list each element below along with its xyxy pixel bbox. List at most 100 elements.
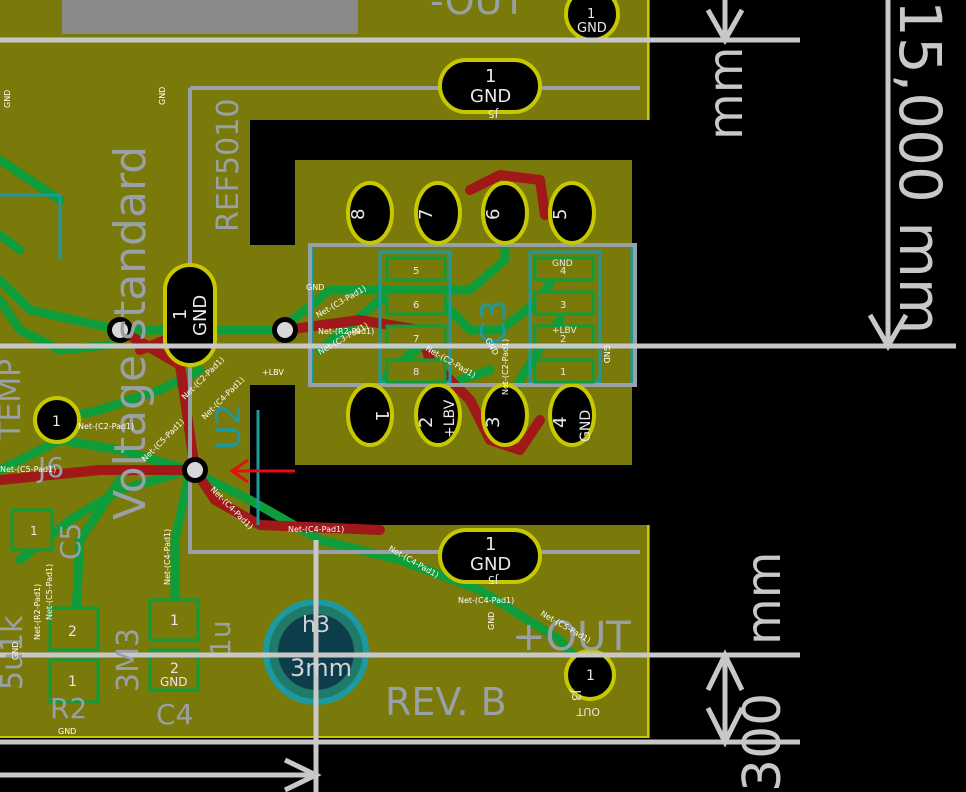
u2-pad-3[interactable] [533, 290, 595, 316]
pad-1[interactable] [346, 383, 394, 447]
j6-pad-number: 1 [52, 414, 61, 430]
pad-2[interactable] [414, 383, 462, 447]
net-c4-pad1-c: Net-(C4-Pad1) [458, 596, 514, 605]
pad-1-label: 1 [371, 410, 392, 421]
net-gnd-e: GND [158, 87, 167, 105]
pad-6-label: 6 [483, 209, 504, 220]
u2-pad-8[interactable] [385, 358, 447, 384]
c4-pad-1-label: 1 [170, 613, 179, 629]
silk-c3: C3 [474, 300, 514, 345]
u2-pad-5[interactable] [385, 256, 447, 282]
silk-c4-value: 1u [204, 620, 237, 656]
pad-6[interactable] [481, 181, 529, 245]
j6-pad[interactable] [33, 396, 81, 444]
smd-4: 4 [560, 266, 566, 277]
top-component-body [62, 0, 358, 34]
pad-8[interactable] [346, 181, 394, 245]
smd-8: 8 [413, 367, 419, 378]
silk-voltage-standard: Voltage standard [105, 146, 156, 520]
net-r2-pad1-b: Net-(R2-Pad1) [318, 327, 374, 336]
pad-7-label: 7 [416, 209, 437, 220]
smd-3: 3 [560, 300, 566, 311]
net-lbv: +LBV [262, 368, 284, 377]
oval-pads[interactable] [33, 0, 620, 701]
j5-bottom-pad[interactable] [438, 528, 542, 584]
red-cursor [229, 458, 295, 484]
vertical-pad-gnd: GND [190, 295, 211, 336]
j3-ref-label: J3 [569, 689, 583, 701]
net-gnd-h: GND [58, 727, 76, 736]
vertical-pad-number: 1 [170, 309, 191, 320]
u2-pad-4[interactable] [533, 256, 595, 282]
r2-pad-1-label: 1 [68, 674, 77, 690]
pad-5[interactable] [548, 181, 596, 245]
top-right-pad-number: 1 [587, 7, 595, 22]
smd-5: 5 [413, 266, 419, 277]
silk-ref5010: REF5010 [211, 99, 246, 232]
j3-out-pad[interactable] [564, 649, 616, 701]
silk-j6: J6 [36, 451, 64, 484]
pad-3[interactable] [481, 383, 529, 447]
smd-7: 7 [413, 334, 419, 345]
ic-pocket [312, 178, 632, 463]
j5-bottom-gnd: GND [470, 554, 511, 575]
j5-bottom-ref: J5 [488, 573, 499, 586]
r2-pad-1[interactable] [48, 658, 100, 704]
dim-height-text: 15,000 mm [886, 0, 954, 334]
j5-top-gnd: GND [470, 86, 511, 107]
pad-7[interactable] [414, 181, 462, 245]
j5-top-pad[interactable] [438, 58, 542, 114]
c5-pad-label: 1 [30, 524, 38, 538]
ic-slot [250, 120, 650, 245]
net-gnd-f: GND [487, 612, 496, 630]
silk-c4: C4 [156, 698, 193, 731]
dim-bottom-unit: mm [736, 551, 792, 645]
pad-5-label: 5 [550, 209, 571, 220]
net-gnd-c: GND [602, 345, 611, 363]
silk-c5-value: 5u1k [0, 615, 30, 690]
hole-ref: h3 [302, 613, 330, 638]
j5-top-ref: J5 [488, 107, 499, 120]
c5-pad[interactable] [10, 508, 54, 552]
net-gnd-d: GND [3, 90, 12, 108]
pad-4-gnd-label: GND [578, 410, 594, 442]
net-gnd-a: GND [306, 283, 324, 292]
pad-3-label: 3 [483, 417, 504, 428]
net-c4-pad1-e: Net-(C4-Pad1) [163, 529, 172, 585]
silk-rev: REV. B [385, 680, 507, 724]
u2-pad-1[interactable] [533, 358, 595, 384]
net-r2-pad1: Net-(R2-Pad1) [33, 584, 42, 640]
j3-out-label: OUT [576, 705, 600, 718]
dim-top-mm-text: mm [698, 46, 754, 140]
dip-pads[interactable] [346, 181, 596, 447]
smd-lbv: +LBV [552, 326, 577, 336]
pad-8-label: 8 [348, 209, 369, 220]
pad-2-label: 2 [416, 417, 437, 428]
net-c5-pad1-c: Net-(C5-Pad1) [45, 564, 54, 620]
pad-4-label: 4 [550, 417, 571, 428]
silk-out-plus: +OUT [512, 614, 631, 660]
u2-pad-6[interactable] [385, 290, 447, 316]
r2-pad-2[interactable] [48, 606, 100, 652]
r2-pad-2-label: 2 [68, 624, 77, 640]
silk-temp: TEMP [0, 359, 28, 441]
c4-pad-2-label: 2 [170, 661, 179, 677]
pad-4-gnd[interactable] [548, 383, 596, 447]
silk-u2: U2 [209, 403, 249, 450]
j5-bottom-number: 1 [485, 534, 496, 555]
pad-2-lbv: +LBV [442, 399, 458, 438]
hole-size: 3mm [290, 654, 352, 682]
net-gnd-g: GND [11, 642, 20, 660]
smd-6: 6 [413, 300, 419, 311]
c4-pad-2-gnd: GND [160, 675, 188, 689]
silk-out-minus: -OUT [430, 0, 526, 23]
net-c2-pad1-a: Net-(C2-Pad1) [78, 422, 134, 431]
c4-pad-1[interactable] [148, 598, 200, 642]
vertical-gnd-pad[interactable] [163, 263, 217, 367]
board-right-margin [650, 0, 966, 792]
ic-slot-bottom [250, 385, 650, 525]
smd-gnd: GND [552, 259, 573, 269]
vias[interactable] [107, 317, 298, 483]
